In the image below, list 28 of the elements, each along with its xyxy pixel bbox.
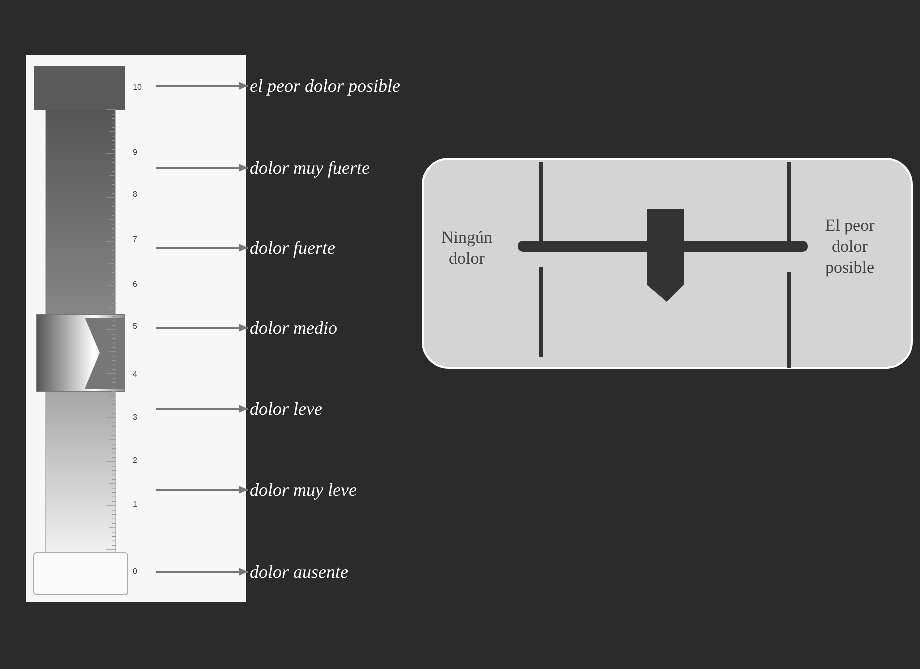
scale-end-label: El peor dolor posible bbox=[824, 215, 876, 278]
pain-descriptor: dolor muy fuerte bbox=[250, 157, 370, 179]
pain-descriptor: dolor fuerte bbox=[250, 237, 336, 259]
scale-number: 10 bbox=[133, 83, 142, 93]
scale-number: 5 bbox=[133, 322, 138, 332]
scale-number: 8 bbox=[133, 190, 138, 200]
arrow bbox=[156, 324, 248, 332]
scale-number: 4 bbox=[133, 370, 138, 380]
arrow bbox=[156, 486, 248, 494]
arrow bbox=[156, 164, 248, 172]
scale-number: 6 bbox=[133, 280, 138, 290]
scale-end-label: Ningún dolor bbox=[440, 227, 494, 269]
arrow bbox=[156, 82, 248, 90]
arrow bbox=[156, 244, 248, 252]
scale-number: 1 bbox=[133, 500, 138, 510]
pain-descriptor: dolor ausente bbox=[250, 561, 348, 583]
scale-number: 9 bbox=[133, 148, 138, 158]
scale-number: 0 bbox=[133, 567, 138, 577]
arrow bbox=[156, 568, 248, 576]
slider-scale-panel bbox=[422, 157, 913, 370]
scale-number: 7 bbox=[133, 235, 138, 245]
pain-descriptor: dolor medio bbox=[250, 317, 338, 339]
arrow bbox=[156, 405, 248, 413]
scale-number: 3 bbox=[133, 413, 138, 423]
pain-descriptor: el peor dolor posible bbox=[250, 75, 400, 97]
pain-descriptor: dolor leve bbox=[250, 398, 322, 420]
pain-descriptor: dolor muy leve bbox=[250, 479, 357, 501]
scale-number: 2 bbox=[133, 456, 138, 466]
